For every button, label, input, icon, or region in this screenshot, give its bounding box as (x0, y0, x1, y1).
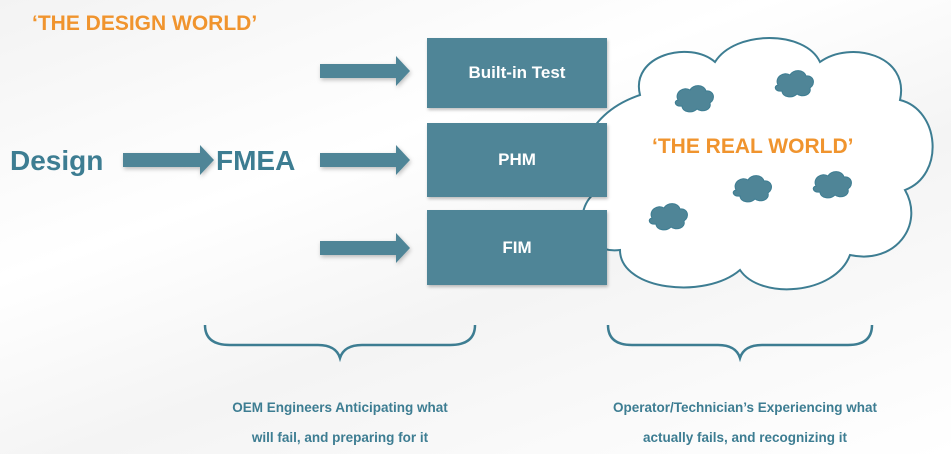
arrow-icon (320, 56, 410, 86)
small-clouds (648, 70, 852, 231)
left-caption: OEM Engineers Anticipating what will fai… (170, 393, 510, 453)
small-cloud-icon (648, 203, 688, 231)
small-cloud-icon (774, 70, 814, 98)
real-world-cloud (581, 37, 934, 291)
built-in-test-label: Built-in Test (468, 63, 566, 82)
fim-label: FIM (502, 237, 532, 257)
built-in-test-box: Built-in Test (427, 38, 607, 108)
arrow-icon (320, 145, 410, 175)
right-caption-line: Operator/Technician’s Experiencing what (612, 400, 878, 415)
real-world-title: ‘THE REAL WORLD’ (652, 135, 854, 158)
left-caption-line: OEM Engineers Anticipating what (232, 400, 448, 415)
left-caption-line: will fail, and preparing for it (251, 430, 429, 445)
right-caption-line: actually fails, and recognizing it (642, 430, 848, 445)
fmea-label: FMEA (216, 145, 296, 176)
arrow-icon (320, 233, 410, 263)
phm-label: PHM (498, 150, 536, 169)
design-world-title: ‘THE DESIGN WORLD’ (32, 12, 258, 35)
braces (203, 324, 874, 363)
right-caption: Operator/Technician’s Experiencing what … (555, 393, 935, 453)
arrow-icon (123, 145, 214, 175)
left-brace (203, 324, 477, 363)
small-cloud-icon (812, 171, 852, 199)
design-label: Design (10, 145, 104, 176)
fim-box: FIM (427, 210, 607, 285)
small-cloud-icon (674, 85, 714, 113)
small-cloud-icon (732, 175, 772, 203)
phm-box: PHM (427, 123, 607, 197)
right-brace (606, 324, 874, 363)
